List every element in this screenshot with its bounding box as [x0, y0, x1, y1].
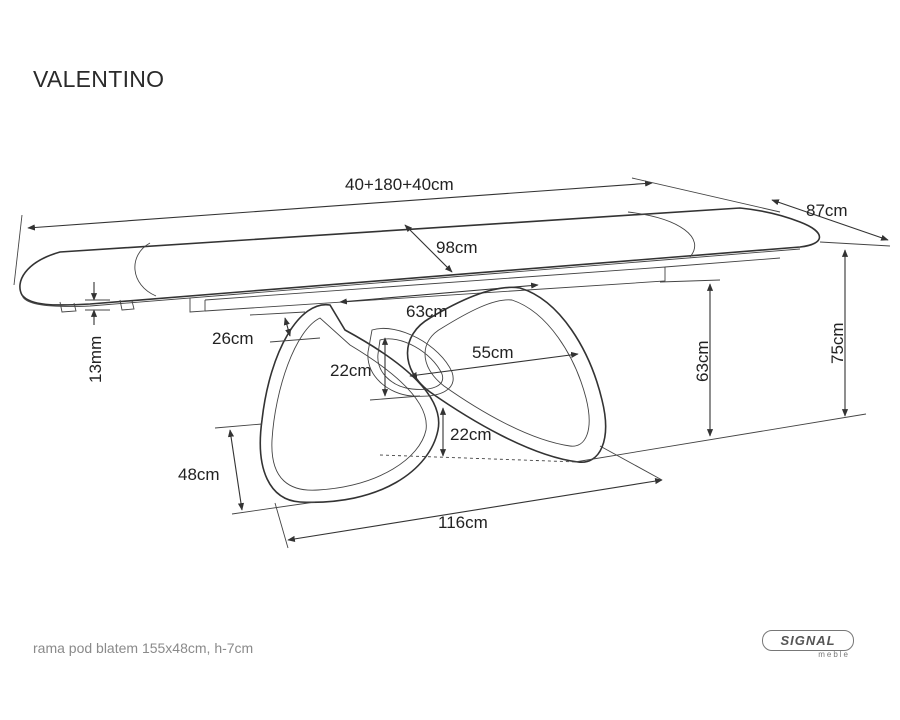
- frame-footnote: rama pod blatem 155x48cm, h-7cm: [33, 640, 254, 656]
- logo-wordmark: SIGNAL: [762, 630, 854, 651]
- dim-total-height-label: 75cm: [828, 322, 847, 364]
- dim-middle-line: [404, 224, 453, 273]
- dim-base-length-label: 116cm: [438, 513, 488, 532]
- dim-base-height-label: 63cm: [693, 340, 712, 382]
- dim-depth-line: [771, 199, 889, 241]
- dim-inner-width-line: [409, 351, 579, 379]
- dimension-lines: 40+180+40cm 87cm 98cm 63cm 26cm 13mm 55c…: [13, 175, 891, 549]
- dim-base-length-line: [287, 478, 663, 542]
- dim-top-gap-label: 26cm: [212, 329, 254, 348]
- dim-top-gap-line: [283, 317, 292, 337]
- dim-thickness-label: 13mm: [86, 336, 105, 383]
- dim-inner-height-label: 22cm: [330, 361, 372, 380]
- table-top: [19, 207, 821, 313]
- page-title: VALENTINO: [33, 66, 165, 92]
- dim-foot-height-label: 22cm: [450, 425, 492, 444]
- dim-foot-depth-label: 48cm: [178, 465, 220, 484]
- dim-middle-label: 98cm: [436, 238, 478, 257]
- dim-length-line: [27, 180, 653, 231]
- dim-length-label: 40+180+40cm: [345, 175, 454, 194]
- dim-base-width-line: [339, 282, 539, 305]
- dim-foot-depth-line: [227, 429, 245, 511]
- dim-inner-width-label: 55cm: [472, 343, 514, 362]
- dim-base-width-label: 63cm: [406, 302, 448, 321]
- dim-depth-label: 87cm: [806, 201, 848, 220]
- signal-logo: SIGNAL meble: [762, 630, 854, 660]
- logo-subtitle: meble: [818, 650, 850, 659]
